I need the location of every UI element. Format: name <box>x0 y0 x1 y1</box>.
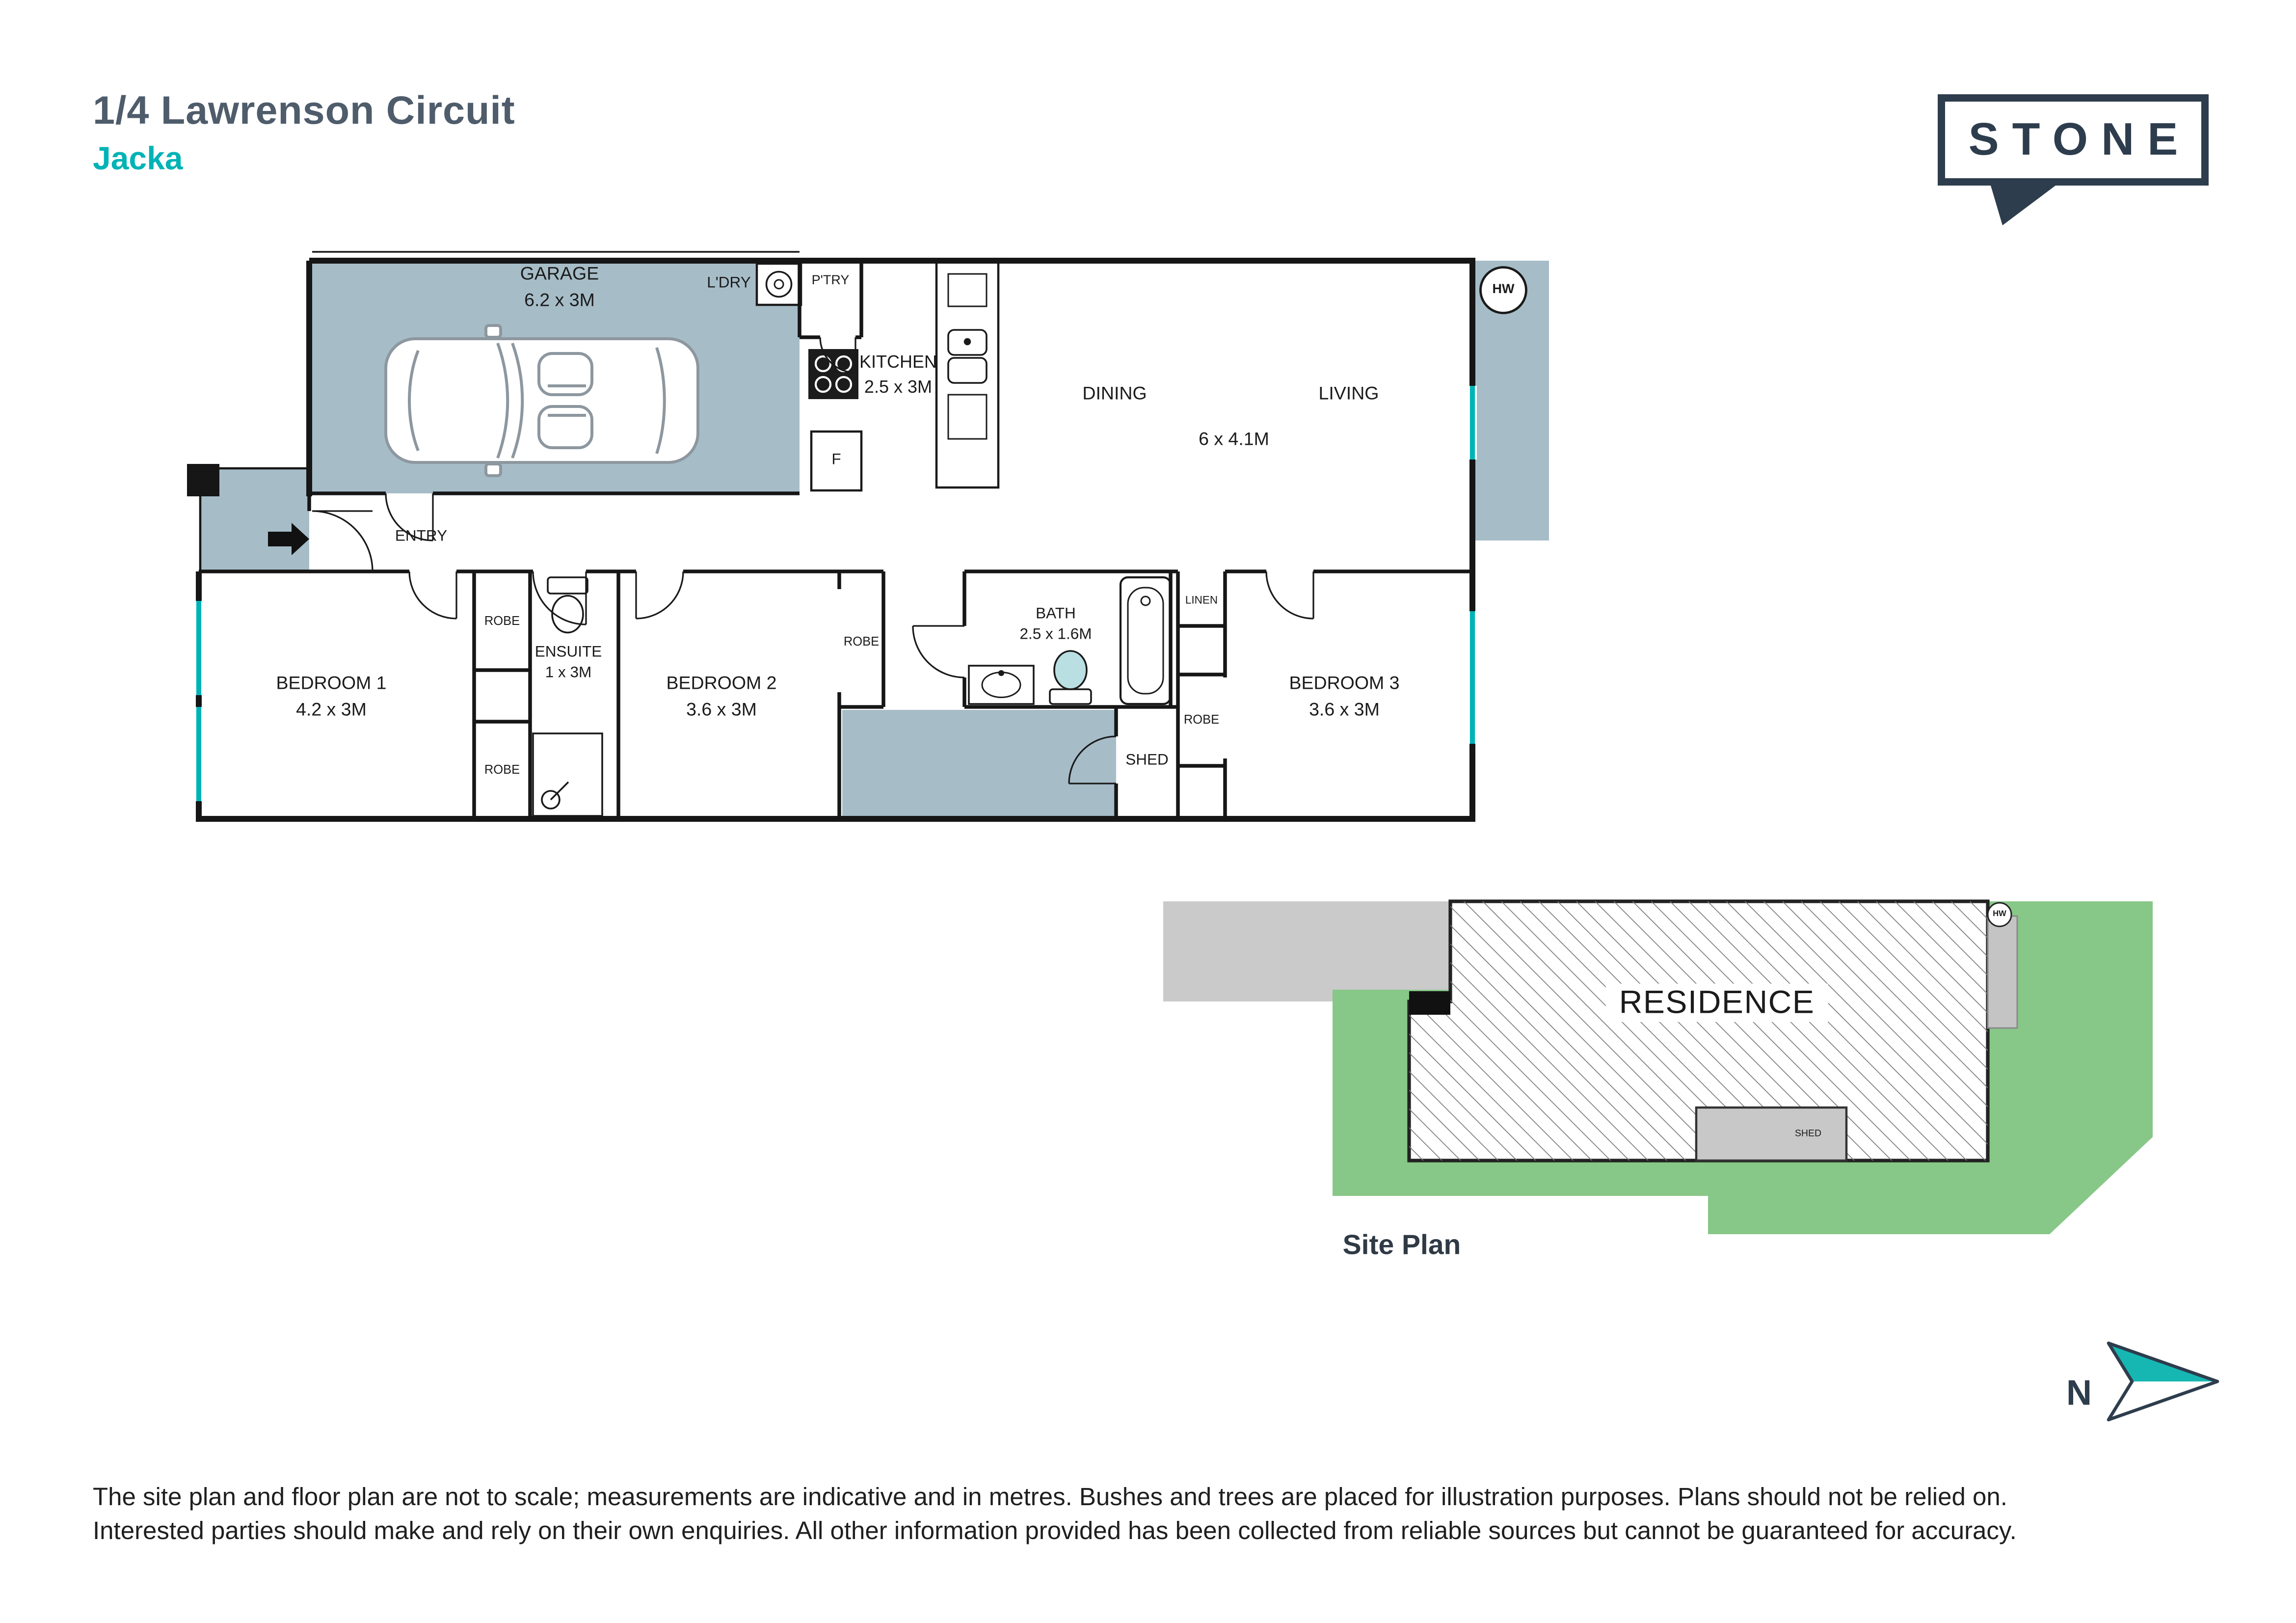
label-ensuite: ENSUITE 1 x 3M <box>535 642 602 683</box>
stone-logo-text: STONE <box>1968 113 2191 165</box>
label-site-shed: SHED <box>1794 1129 1822 1139</box>
label-fridge: F <box>831 451 841 469</box>
porch-outline <box>199 467 309 572</box>
sink-icon <box>947 329 988 356</box>
logo-tail <box>1990 186 2056 226</box>
kitchen-bench <box>935 259 1000 489</box>
label-linen: LINEN <box>1185 593 1218 607</box>
room-name: BEDROOM 1 <box>276 673 387 694</box>
room-dims: 3.6 x 3M <box>686 700 757 720</box>
rear-corridor-area <box>842 710 1116 816</box>
car-icon <box>384 324 699 478</box>
room-dims: 1 x 3M <box>545 664 592 682</box>
shower-icon <box>532 732 603 817</box>
window-glass <box>196 386 1475 802</box>
interior-walls <box>198 261 1472 819</box>
label-garage: GARAGE 6.2 x 3M <box>520 261 599 314</box>
washing-machine-icon <box>755 262 802 306</box>
room-name: BEDROOM 2 <box>666 673 777 694</box>
room-dims: 2.5 x 1.6M <box>1019 626 1092 644</box>
cooktop-icon <box>808 349 858 400</box>
room-name: BATH <box>1036 605 1076 623</box>
label-robe-3: ROBE <box>843 633 880 649</box>
toilet-icon-bath <box>1049 650 1092 705</box>
site-pier <box>1409 991 1450 1015</box>
site-shed <box>1695 1106 1848 1162</box>
hot-water-icon <box>1479 266 1527 314</box>
site-driveway <box>1163 901 1450 1001</box>
label-kitchen: KITCHEN 2.5 x 3M <box>859 350 937 401</box>
label-bedroom1: BEDROOM 1 4.2 x 3M <box>276 670 386 724</box>
header: 1/4 Lawrenson Circuit Jacka <box>93 88 515 178</box>
north-arrow-icon <box>2107 1341 2219 1422</box>
label-bath: BATH 2.5 x 1.6M <box>1019 603 1092 645</box>
door-arcs <box>312 337 1314 784</box>
label-bedroom2: BEDROOM 2 3.6 x 3M <box>666 670 776 724</box>
room-dims: 2.5 x 3M <box>864 377 933 398</box>
label-dining: DINING <box>1082 383 1147 404</box>
label-entry: ENTRY <box>395 527 448 545</box>
label-shed: SHED <box>1125 751 1169 769</box>
label-robe-1: ROBE <box>484 613 520 628</box>
disclaimer: The site plan and floor plan are not to … <box>93 1480 2225 1548</box>
site-hot-water-icon <box>1987 902 2012 927</box>
label-living: LIVING <box>1318 383 1379 404</box>
entry-arrow-icon <box>267 523 309 556</box>
site-side-strip <box>1987 915 2018 1029</box>
label-robe-4: ROBE <box>1183 711 1220 727</box>
room-dims: 6.2 x 3M <box>524 290 595 311</box>
property-suburb: Jacka <box>93 140 183 177</box>
label-laundry: L'DRY <box>707 274 751 292</box>
property-address: 1/4 Lawrenson Circuit <box>93 88 515 133</box>
stone-logo: STONE <box>1938 94 2209 186</box>
label-residence: RESIDENCE <box>1605 983 1828 1023</box>
fridge-box <box>810 430 863 492</box>
room-name: BEDROOM 3 <box>1289 673 1400 694</box>
label-living-dims: 6 x 4.1M <box>1199 429 1269 450</box>
disclaimer-line2: Interested parties should make and rely … <box>93 1517 2017 1545</box>
site-plan-title: Site Plan <box>1342 1230 1461 1262</box>
bathtub-icon <box>1119 576 1172 705</box>
label-hot-water: HW <box>1492 281 1515 297</box>
disclaimer-line1: The site plan and floor plan are not to … <box>93 1483 2007 1511</box>
room-name: GARAGE <box>520 263 599 284</box>
label-bedroom3: BEDROOM 3 3.6 x 3M <box>1289 670 1399 724</box>
site-residence-hatch <box>1409 901 1988 1161</box>
label-robe-2: ROBE <box>484 761 520 777</box>
room-name: ENSUITE <box>534 643 602 661</box>
room-dims: 4.2 x 3M <box>296 700 367 720</box>
label-site-hot-water: HW <box>1993 910 2006 919</box>
room-name: KITCHEN <box>859 351 937 372</box>
room-dims: 3.6 x 3M <box>1309 700 1380 720</box>
north-label: N <box>2066 1374 2092 1414</box>
site-plan-drawing <box>1163 899 2153 1234</box>
vanity-icon <box>968 665 1035 705</box>
label-pantry: P'TRY <box>811 272 850 288</box>
